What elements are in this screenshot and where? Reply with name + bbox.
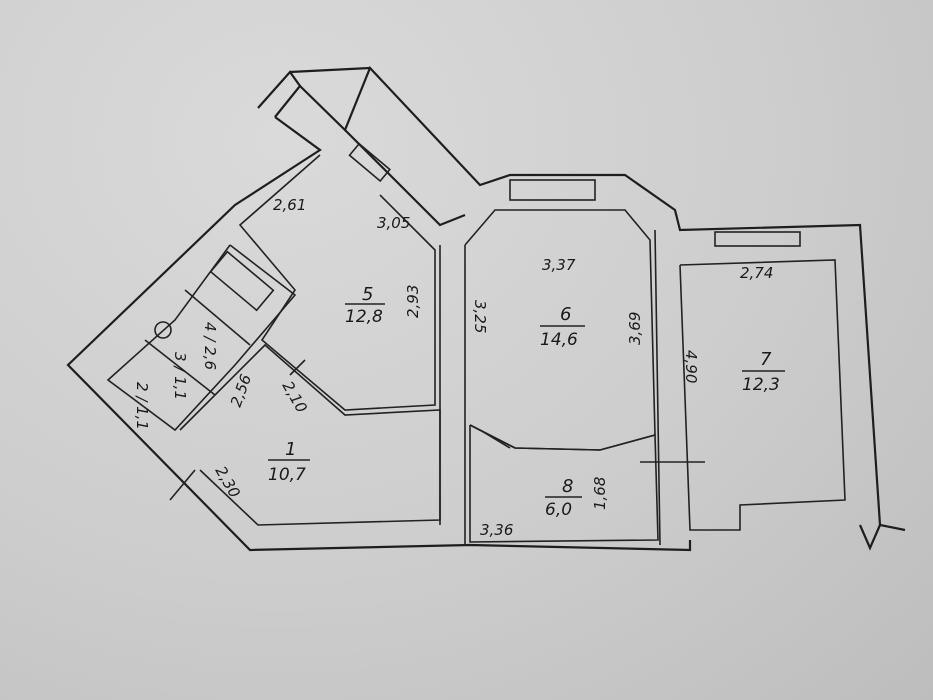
room-8-area: 6,0 — [545, 500, 572, 520]
room-5-outline — [238, 154, 436, 411]
room-7-outline — [679, 259, 846, 531]
bathroom-block — [106, 244, 297, 432]
room-1-outline — [179, 343, 441, 526]
room-8-outline — [469, 424, 659, 543]
dim-2-93: 2,93 — [404, 285, 422, 318]
room-2-label: 2 / 1,1 — [133, 382, 151, 430]
room-1-number: 1 — [285, 439, 296, 460]
room-8-number: 8 — [562, 476, 573, 497]
room-6-number: 6 — [560, 304, 571, 325]
dim-3-36: 3,36 — [480, 521, 513, 539]
window-room-6 — [509, 179, 596, 201]
room-labels: 5 12,8 6 14,6 7 12,3 1 10,7 8 6,0 4 / 2,… — [133, 284, 785, 520]
room-7-number: 7 — [760, 349, 772, 370]
window-room-7 — [714, 231, 801, 247]
outer-walls — [66, 65, 906, 552]
dim-2-74: 2,74 — [740, 264, 773, 282]
room-5-area: 12,8 — [345, 307, 383, 327]
room-1-area: 10,7 — [268, 465, 306, 485]
dim-2-61: 2,61 — [273, 196, 306, 214]
dim-4-90: 4,90 — [682, 350, 700, 383]
bathtub-icon — [209, 250, 275, 312]
room-6-area: 14,6 — [540, 330, 578, 350]
dim-2-10: 2,10 — [279, 378, 311, 416]
window-room-5 — [348, 142, 391, 183]
dim-3-25: 3,25 — [471, 300, 489, 333]
dim-3-69: 3,69 — [626, 312, 644, 345]
room-3-label: 3 / 1,1 — [171, 352, 189, 400]
dim-3-05: 3,05 — [377, 214, 410, 232]
dim-1-68: 1,68 — [591, 477, 609, 510]
dim-2-30: 2,30 — [212, 463, 244, 501]
room-7-area: 12,3 — [742, 375, 780, 395]
room-5-number: 5 — [362, 284, 373, 305]
dim-2-56: 2,56 — [227, 372, 255, 410]
toilet-icon — [154, 321, 172, 339]
room-4-label: 4 / 2,6 — [201, 322, 219, 370]
dim-3-37: 3,37 — [542, 256, 576, 274]
interior-walls — [106, 142, 846, 546]
